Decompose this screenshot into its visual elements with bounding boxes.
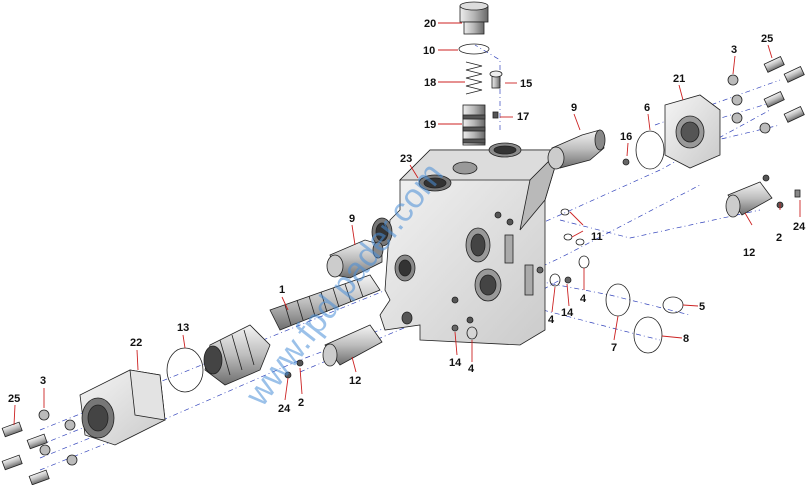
callout-25-right: 25 bbox=[761, 33, 773, 45]
solenoid-12-right bbox=[725, 174, 801, 218]
callout-3-left: 3 bbox=[40, 375, 46, 387]
callout-13: 13 bbox=[177, 322, 189, 334]
callout-2-left: 2 bbox=[298, 397, 304, 409]
callout-23: 23 bbox=[400, 153, 412, 165]
callout-14-bottom: 14 bbox=[449, 357, 462, 369]
callouts: 20 10 18 15 19 17 9 23 3 25 21 6 16 9 11… bbox=[8, 18, 806, 415]
callout-2-right: 2 bbox=[776, 232, 782, 244]
callout-21: 21 bbox=[673, 73, 685, 85]
callout-10: 10 bbox=[423, 45, 435, 57]
callout-4-bottom: 4 bbox=[468, 363, 475, 375]
callout-12-left: 12 bbox=[349, 375, 361, 387]
callout-4-right: 4 bbox=[580, 293, 587, 305]
cover-21 bbox=[622, 94, 721, 170]
cartridge-9-right bbox=[547, 129, 606, 170]
callout-7: 7 bbox=[611, 342, 617, 354]
callout-24-right: 24 bbox=[793, 221, 806, 233]
callout-17: 17 bbox=[517, 111, 529, 123]
callout-1: 1 bbox=[279, 284, 285, 296]
cover-22 bbox=[79, 369, 166, 446]
callout-22: 22 bbox=[130, 337, 142, 349]
bolts-25-right bbox=[727, 56, 805, 134]
bolts-25-left bbox=[1, 409, 78, 485]
callout-19: 19 bbox=[424, 119, 436, 131]
callout-5: 5 bbox=[699, 301, 705, 313]
callout-14-left: 14 bbox=[561, 307, 574, 319]
callout-3-right: 3 bbox=[731, 44, 737, 56]
callout-9-left: 9 bbox=[349, 213, 355, 225]
callout-11: 11 bbox=[591, 231, 603, 243]
top-plug-assembly bbox=[458, 1, 503, 146]
callout-12-right: 12 bbox=[743, 247, 755, 259]
valve-body bbox=[371, 142, 561, 346]
callout-25-left: 25 bbox=[8, 393, 20, 405]
spring-housing bbox=[203, 324, 271, 386]
callout-9-right: 9 bbox=[571, 102, 577, 114]
spring-18 bbox=[465, 61, 483, 95]
callout-16: 16 bbox=[620, 131, 632, 143]
solenoid-12-left bbox=[284, 324, 383, 379]
callout-20: 20 bbox=[424, 18, 436, 30]
callout-18: 18 bbox=[424, 77, 436, 89]
leader-lines bbox=[13, 22, 801, 426]
callout-6: 6 bbox=[644, 102, 650, 114]
o-ring-13 bbox=[166, 347, 204, 393]
callout-15: 15 bbox=[520, 78, 532, 90]
callout-8: 8 bbox=[683, 333, 689, 345]
callout-4-left: 4 bbox=[548, 314, 555, 326]
spool-1 bbox=[269, 274, 381, 331]
cartridge-9-left bbox=[326, 239, 384, 279]
callout-24-left: 24 bbox=[278, 403, 291, 415]
